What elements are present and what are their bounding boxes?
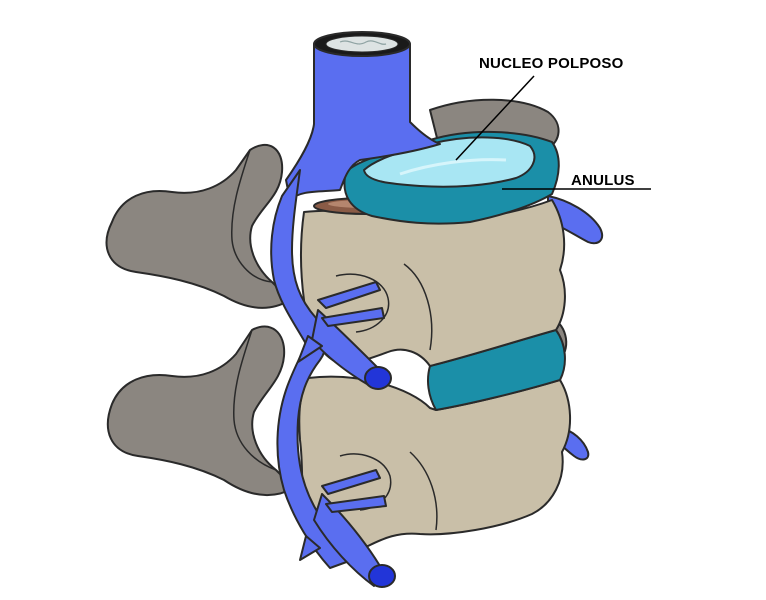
upper-transverse-process-edge <box>230 149 273 283</box>
upper-nerve-root-end <box>364 366 392 390</box>
nucleo-leader-line <box>455 75 535 161</box>
lower-transverse-process <box>107 325 295 496</box>
upper-pedicle-contour <box>335 273 390 333</box>
lower-transverse-process-edge <box>232 329 277 471</box>
lower-nerve-root-end <box>368 564 396 588</box>
right-nerve-root-upper <box>547 195 604 245</box>
spinal-cord-sheath <box>285 43 441 201</box>
nucleo-polposo-label: NUCLEO POLPOSO <box>479 55 624 72</box>
upper-body-contour <box>403 263 433 351</box>
anulus-label: ANULUS <box>571 172 635 189</box>
lower-nerve-branch <box>313 493 381 587</box>
lower-rootlets <box>299 469 387 561</box>
upper-rootlets <box>297 281 385 363</box>
upper-transverse-process <box>105 144 291 309</box>
lower-body-contour <box>409 451 438 531</box>
